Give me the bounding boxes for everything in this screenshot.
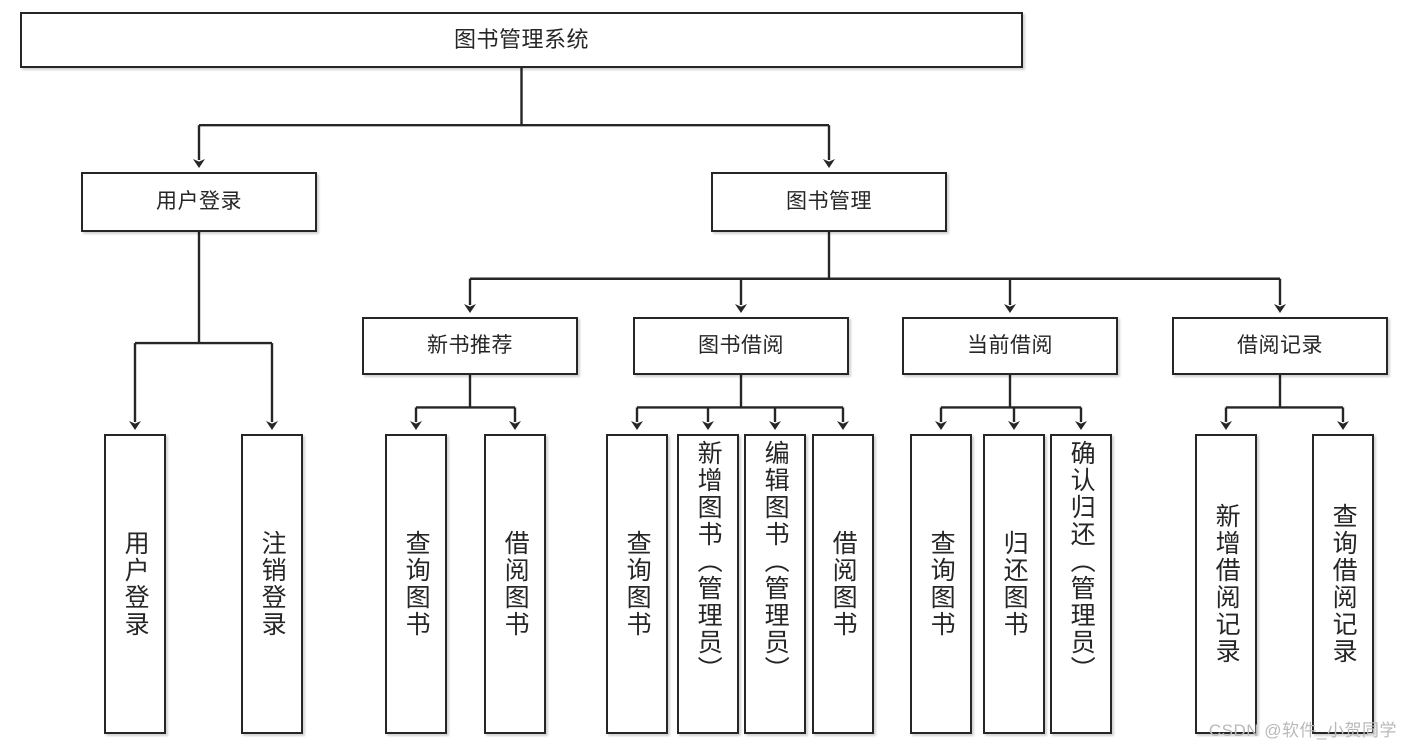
node-label: 查询借阅记录	[1329, 503, 1358, 665]
node-leaf-edit-book[interactable]: 编辑图书（管理员）	[744, 434, 806, 734]
node-label: 当前借阅	[967, 334, 1053, 358]
node-leaf-logout[interactable]: 注销登录	[241, 434, 303, 734]
node-label: 归还图书	[1000, 530, 1029, 638]
node-user-login[interactable]: 用户登录	[81, 172, 317, 232]
node-label: 查询图书	[927, 530, 956, 638]
node-leaf-query-book-1[interactable]: 查询图书	[385, 434, 447, 734]
node-leaf-query-book-2[interactable]: 查询图书	[606, 434, 668, 734]
node-label: 新增借阅记录	[1212, 503, 1241, 665]
node-label: 借阅图书	[501, 530, 530, 638]
node-label: 图书管理	[786, 190, 872, 214]
node-new-book-rec[interactable]: 新书推荐	[362, 317, 578, 375]
node-leaf-borrow-book-1[interactable]: 借阅图书	[484, 434, 546, 734]
node-label: 新增图书（管理员）	[694, 440, 723, 683]
node-leaf-confirm-ret[interactable]: 确认归还（管理员）	[1050, 434, 1112, 734]
csdn-watermark: CSDN @软件_小贺同学	[1208, 721, 1397, 740]
node-book-manage[interactable]: 图书管理	[711, 172, 947, 232]
node-root[interactable]: 图书管理系统	[20, 12, 1023, 68]
node-label: 注销登录	[258, 530, 287, 638]
node-label: 用户登录	[121, 530, 150, 638]
node-label: 用户登录	[156, 190, 242, 214]
node-leaf-add-record[interactable]: 新增借阅记录	[1195, 434, 1257, 734]
node-label: 查询图书	[623, 530, 652, 638]
node-label: 借阅记录	[1237, 334, 1323, 358]
node-label: 图书管理系统	[453, 26, 589, 52]
node-label: 图书借阅	[698, 334, 784, 358]
node-current-borrow[interactable]: 当前借阅	[902, 317, 1118, 375]
node-borrow-record[interactable]: 借阅记录	[1172, 317, 1388, 375]
node-label: 查询图书	[402, 530, 431, 638]
node-leaf-borrow-book-2[interactable]: 借阅图书	[812, 434, 874, 734]
node-label: 编辑图书（管理员）	[761, 440, 790, 683]
node-label: 确认归还（管理员）	[1067, 440, 1096, 683]
node-label: 新书推荐	[427, 334, 513, 358]
node-label: 借阅图书	[829, 530, 858, 638]
node-leaf-return-book[interactable]: 归还图书	[983, 434, 1045, 734]
node-leaf-user-login[interactable]: 用户登录	[104, 434, 166, 734]
node-leaf-query-book-3[interactable]: 查询图书	[910, 434, 972, 734]
node-leaf-query-record[interactable]: 查询借阅记录	[1312, 434, 1374, 734]
node-book-borrow[interactable]: 图书借阅	[633, 317, 849, 375]
node-leaf-add-book[interactable]: 新增图书（管理员）	[677, 434, 739, 734]
